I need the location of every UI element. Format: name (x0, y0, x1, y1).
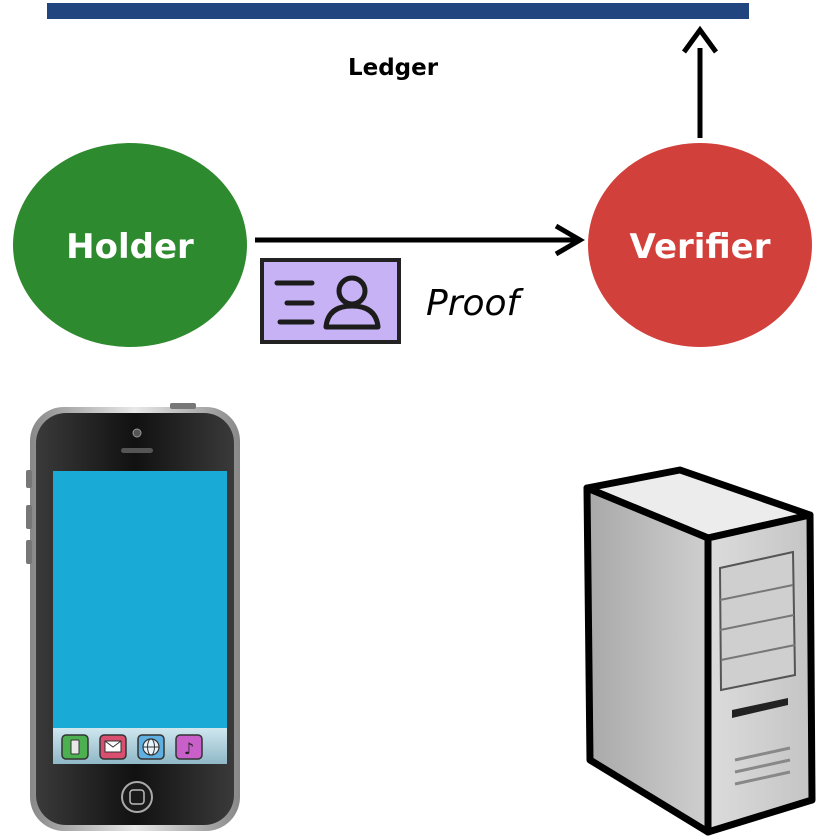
home-button-icon (121, 781, 153, 813)
smartphone-icon: ♪ (26, 403, 240, 831)
holder-circle (13, 143, 247, 347)
holder-node: Holder (13, 143, 247, 347)
holder-to-verifier-arrow (255, 223, 585, 257)
server-tower-icon (583, 466, 816, 836)
verifier-node: Verifier (588, 143, 812, 347)
holder-label: Holder (66, 227, 194, 267)
globe-icon (137, 734, 165, 760)
ledger-label: Ledger (348, 55, 439, 81)
svg-text:♪: ♪ (184, 739, 194, 758)
mail-icon (99, 734, 127, 760)
proof-label: Proof (426, 283, 525, 324)
verifier-label: Verifier (630, 227, 771, 267)
credential-card-icon (260, 258, 401, 344)
verifier-circle (588, 143, 812, 347)
verifier-to-ledger-arrow (681, 25, 719, 138)
ledger-bar (47, 3, 749, 19)
music-icon: ♪ (175, 734, 203, 760)
phone-app-icon (61, 734, 89, 760)
phone-screen (53, 471, 227, 764)
